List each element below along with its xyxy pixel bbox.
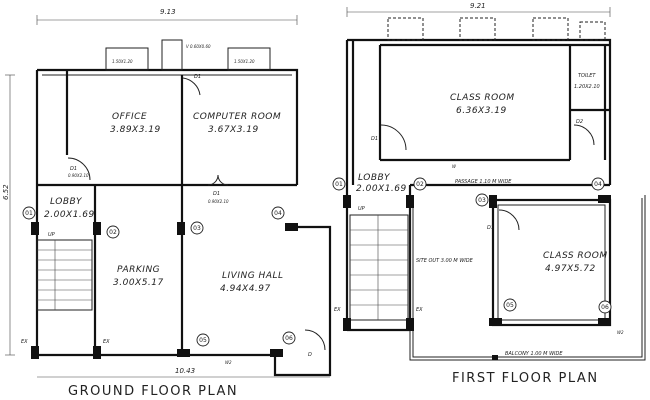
- first-node-02: 02: [416, 181, 424, 188]
- class1-door-d1: D1: [371, 136, 378, 142]
- computer-door-d1: D1: [194, 74, 201, 80]
- toilet-size: 1.20X2.10: [574, 84, 600, 90]
- ground-node-04: 04: [274, 210, 282, 217]
- first-lobby-size: 2.00X1.69: [356, 184, 407, 194]
- first-ex-right: EX: [416, 307, 423, 313]
- first-width-dimension: 9.21: [470, 2, 486, 10]
- ground-door-d: D: [308, 352, 312, 358]
- office-size: 3.89X3.19: [110, 125, 161, 135]
- ground-floor-plan: 9.13 6.52 10.43 1.50X1.20 1.50X1.20 V 0.…: [2, 8, 332, 399]
- class2-door-d1: D1: [487, 225, 494, 231]
- first-columns: [343, 195, 611, 360]
- first-node-04: 04: [594, 181, 602, 188]
- classroom1-size: 6.36X3.19: [456, 106, 507, 116]
- first-node-03: 03: [478, 197, 486, 204]
- computer-room-size: 3.67X3.19: [208, 125, 259, 135]
- living-hall-size: 4.94X4.97: [220, 284, 271, 294]
- ground-node-05: 05: [199, 337, 207, 344]
- first-stair-up: UP: [358, 206, 365, 212]
- ground-node-01: 01: [25, 210, 33, 217]
- classroom2-name: CLASS ROOM: [543, 251, 608, 261]
- first-floor-plan: 9.21 UP: [332, 2, 646, 386]
- first-w2-label: W2: [617, 330, 624, 335]
- first-lobby-name: LOBBY: [358, 173, 391, 183]
- living-hall-name: LIVING HALL: [222, 271, 284, 281]
- living-door-size: 0.90X2.10: [208, 199, 229, 204]
- parking-name: PARKING: [117, 265, 160, 275]
- office-name: OFFICE: [112, 112, 147, 122]
- computer-room-name: COMPUTER ROOM: [193, 112, 281, 122]
- vent-label: V 0.60X0.60: [186, 44, 211, 49]
- first-node-05: 05: [506, 302, 514, 309]
- toilet-name: TOILET: [578, 73, 596, 79]
- siteout-label: SITE OUT 3.00 M WIDE: [416, 258, 474, 264]
- living-door-d1: D1: [213, 191, 220, 197]
- office-door-d1: D1: [70, 166, 77, 172]
- ground-ex-right: EX: [103, 339, 110, 345]
- passage-label: PASSAGE 1.10 M WIDE: [455, 179, 512, 185]
- office-door-size: 0.90X2.10: [68, 173, 89, 178]
- ground-node-03: 03: [193, 225, 201, 232]
- ground-floor-title: GROUND FLOOR PLAN: [68, 384, 238, 399]
- first-ex-left: EX: [334, 307, 341, 313]
- ground-width-dimension: 9.13: [160, 8, 176, 16]
- ground-grid-nodes: 01 02 03 04 05 06: [22, 206, 296, 347]
- office-window-label: 1.50X1.20: [112, 59, 133, 64]
- computer-window-label: 1.50X1.20: [234, 59, 255, 64]
- parking-size: 3.00X5.17: [113, 278, 164, 288]
- balcony-label: BALCONY 1.00 M WIDE: [505, 351, 563, 357]
- ground-w2-label: W2: [225, 360, 232, 365]
- toilet-door-d2: D2: [576, 119, 583, 125]
- classroom1-name: CLASS ROOM: [450, 93, 515, 103]
- ground-ex-left: EX: [21, 339, 28, 345]
- ground-height-dimension: 6.52: [2, 184, 10, 200]
- ground-node-02: 02: [109, 229, 117, 236]
- first-w-label: W: [452, 164, 457, 169]
- first-node-01: 01: [335, 181, 343, 188]
- ground-lobby-size: 2.00X1.69: [44, 210, 95, 220]
- first-node-06: 06: [601, 304, 609, 311]
- ground-lobby-name: LOBBY: [50, 197, 83, 207]
- classroom2-size: 4.97X5.72: [545, 264, 596, 274]
- ground-bottom-dimension: 10.43: [175, 367, 195, 375]
- ground-columns: [31, 222, 298, 359]
- ground-stair-up: UP: [48, 232, 55, 238]
- first-floor-title: FIRST FLOOR PLAN: [452, 371, 599, 386]
- first-grid-nodes: 01 02 03 04 05 06: [332, 177, 612, 314]
- ground-node-06: 06: [285, 335, 293, 342]
